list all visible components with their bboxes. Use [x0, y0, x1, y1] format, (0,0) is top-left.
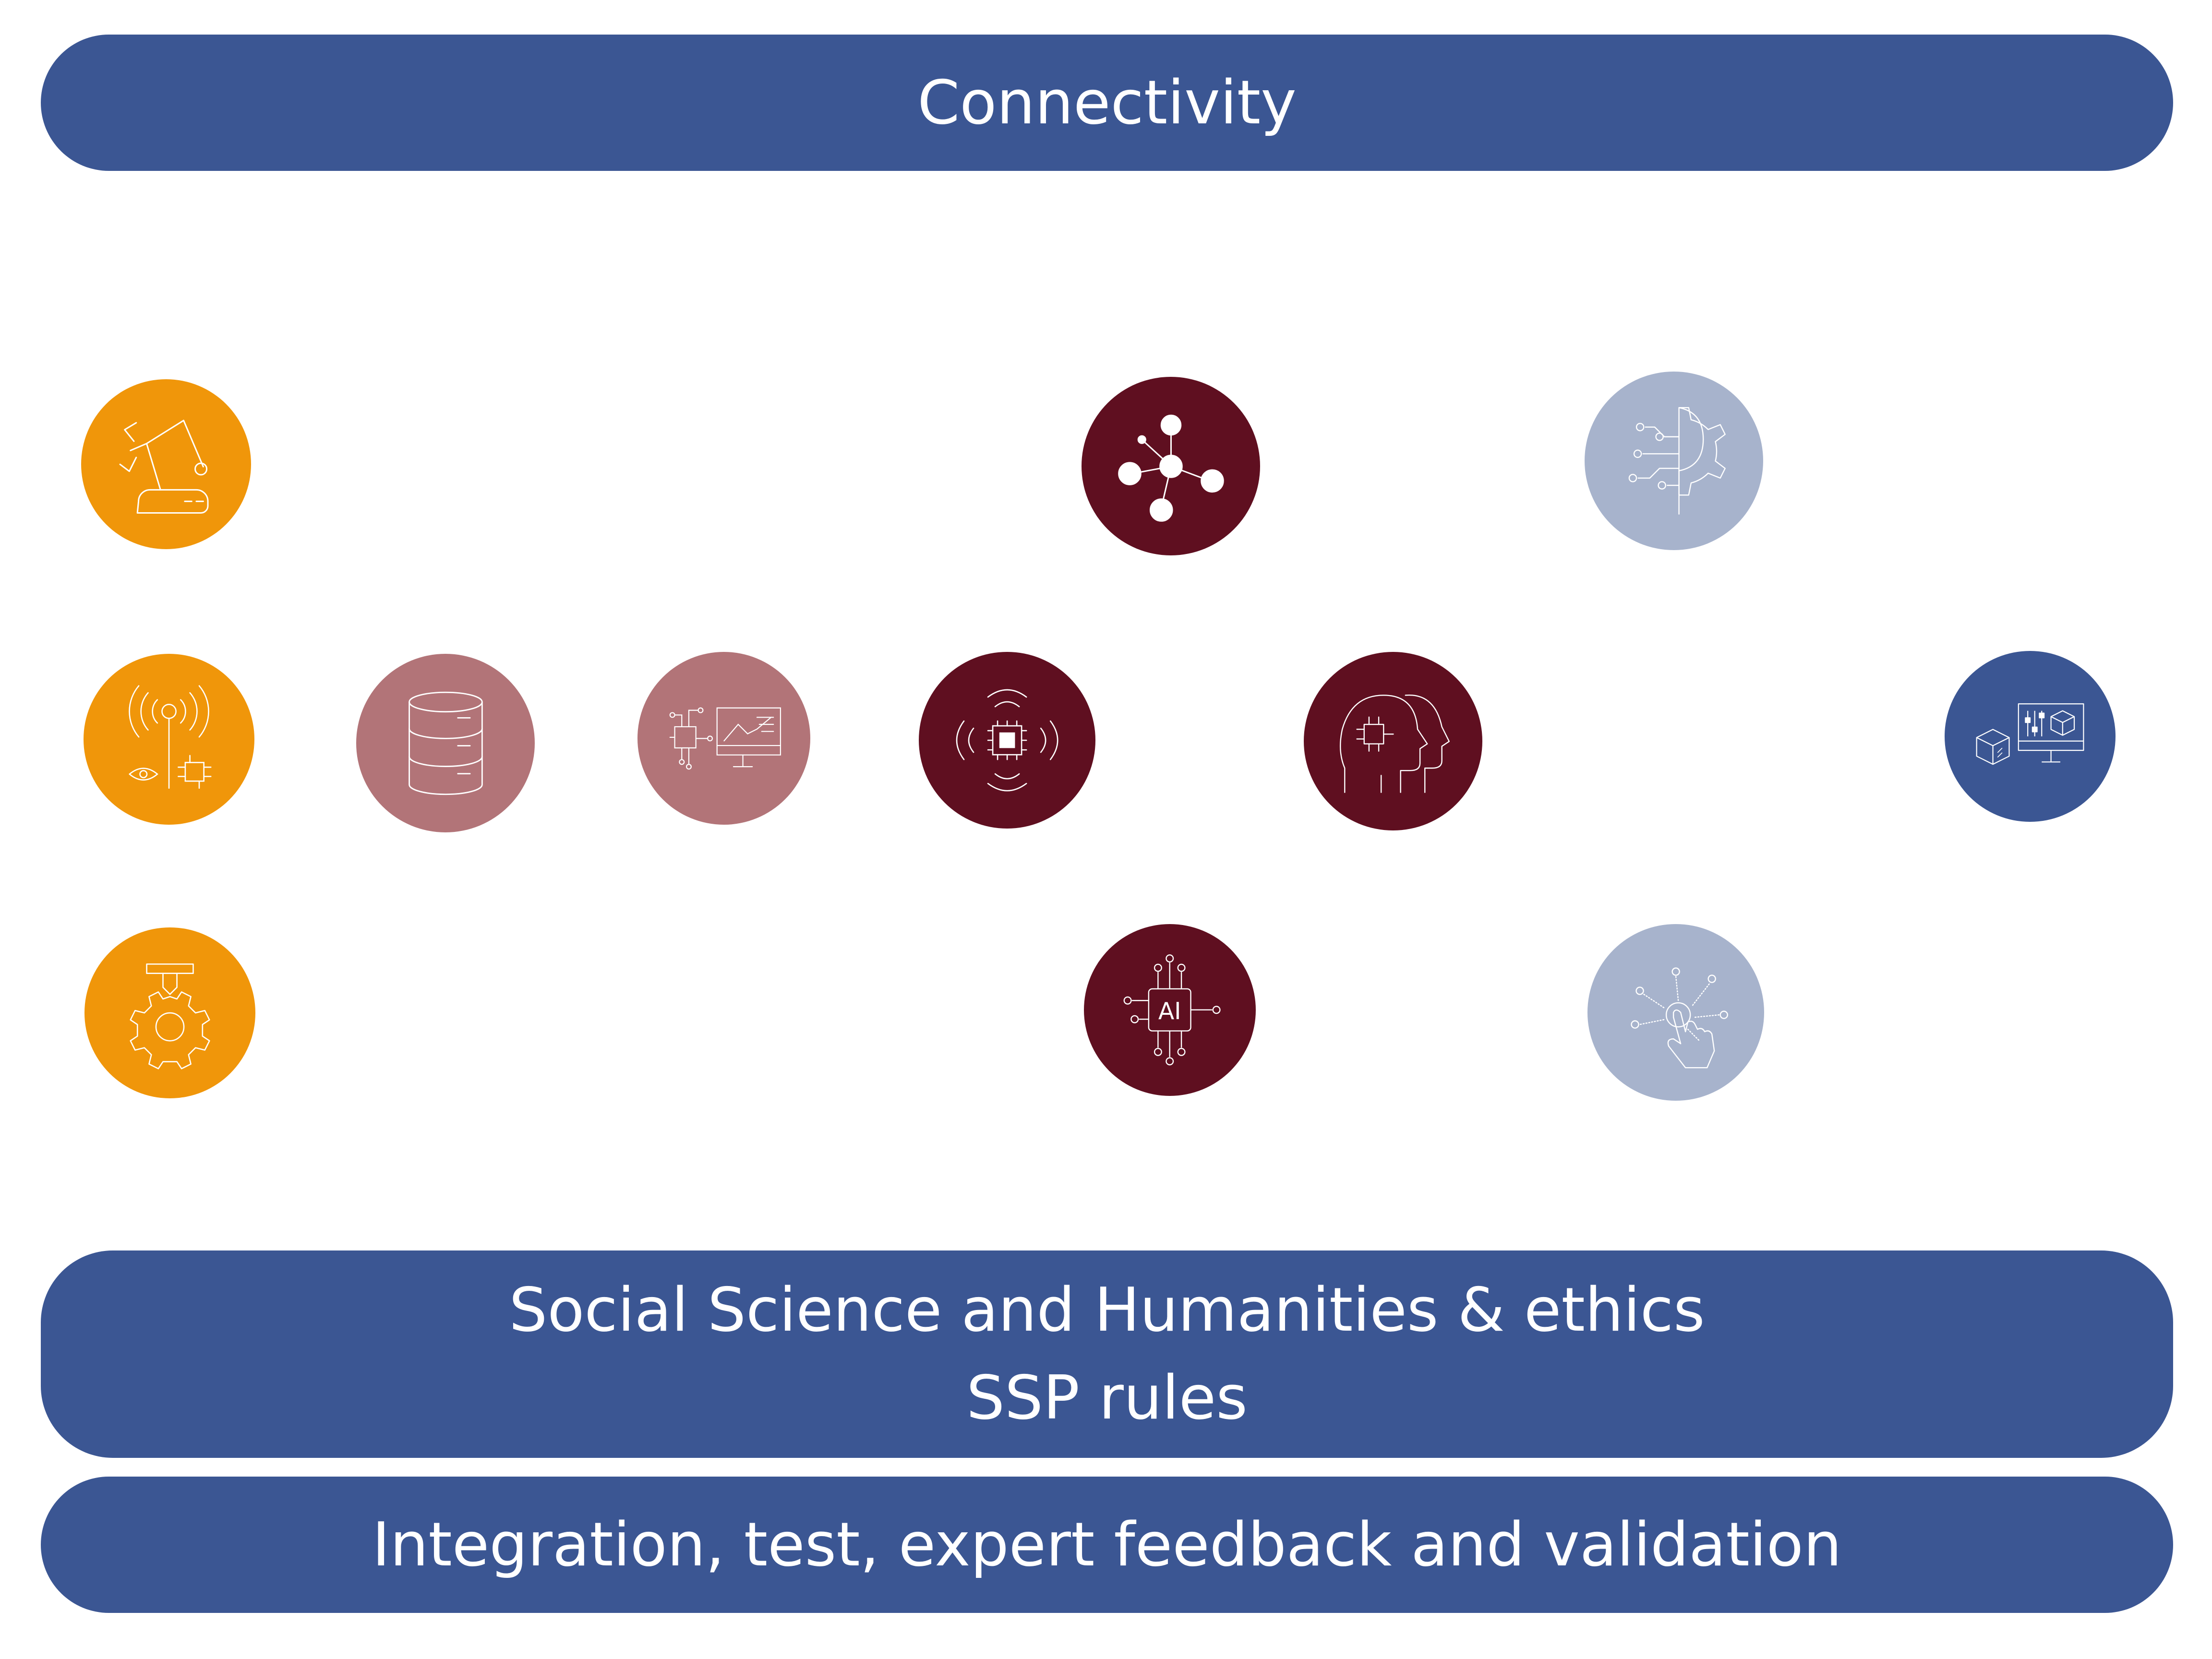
ssp-rules-label: SSP rules	[966, 1362, 1248, 1433]
gear-print-icon	[112, 955, 228, 1071]
integration-label: Integration, test, expert feedback and v…	[372, 1509, 1842, 1580]
integration-bar: Integration, test, expert feedback and v…	[41, 1477, 2173, 1613]
gear-circuit-icon	[1613, 400, 1735, 522]
robot-arm-circle	[81, 379, 251, 549]
head-chip-circle	[1304, 652, 1482, 830]
ai-chip-icon: AI	[1111, 951, 1228, 1068]
database-icon	[385, 683, 506, 804]
svg-text:AI: AI	[1158, 998, 1181, 1025]
robot-arm-icon	[108, 407, 224, 522]
ssh-ethics-label: Social Science and Humanities & ethics	[509, 1274, 1705, 1346]
wireless-sensor-icon	[111, 681, 227, 797]
wireless-sensor-circle	[84, 654, 254, 825]
touch-icon	[1616, 952, 1736, 1072]
network-icon	[1110, 406, 1232, 527]
connectivity-label: Connectivity	[917, 67, 1297, 138]
connectivity-bar: Connectivity	[41, 35, 2173, 171]
network-circle	[1082, 377, 1260, 555]
ai-chip-circle: AI	[1084, 924, 1256, 1096]
chip-signal-icon	[947, 680, 1067, 800]
chip-signal-circle	[919, 652, 1095, 829]
3d-monitor-icon	[1972, 678, 2088, 794]
head-chip-icon	[1333, 681, 1454, 802]
gear-circuit-circle	[1585, 372, 1763, 550]
touch-circle	[1587, 924, 1764, 1101]
chip-monitor-circle	[637, 652, 810, 825]
ssh-ethics-bar: Social Science and Humanities & ethics S…	[41, 1250, 2173, 1458]
database-circle	[356, 654, 535, 832]
3d-monitor-circle	[1945, 651, 2116, 822]
gear-print-circle	[84, 927, 255, 1098]
chip-monitor-icon	[665, 680, 783, 797]
